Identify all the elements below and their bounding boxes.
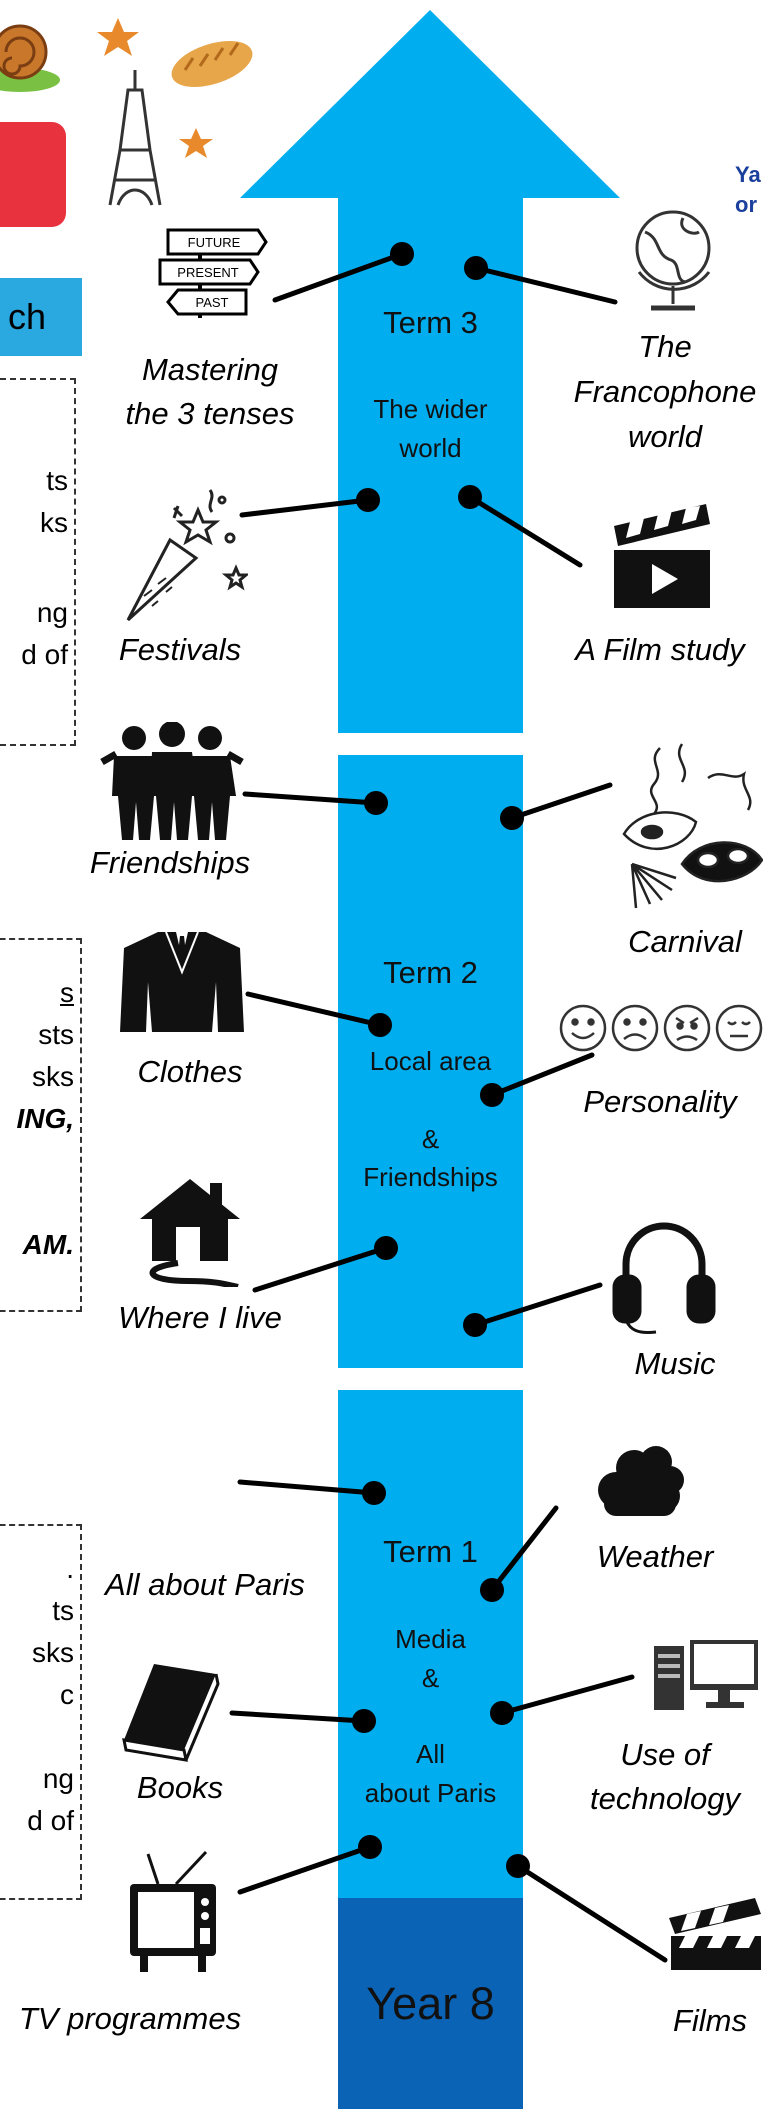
box-3-text: c bbox=[60, 1679, 74, 1710]
term-1-subtitle: All bbox=[416, 1739, 445, 1769]
signpost-icon: FUTURE PRESENT PAST bbox=[158, 228, 268, 318]
topic-tv-programmes: TV programmes bbox=[18, 2001, 242, 2036]
box-3-text: . bbox=[66, 1553, 74, 1584]
eiffel-tower-icon bbox=[108, 70, 162, 206]
left-tab-text: ch bbox=[8, 296, 47, 337]
term-divider bbox=[338, 1368, 523, 1390]
computer-icon bbox=[654, 1640, 758, 1710]
term-3-subtitle: The wider bbox=[373, 394, 488, 424]
term-2-title: Term 2 bbox=[383, 955, 478, 990]
topic-clothes: Clothes bbox=[137, 1054, 243, 1089]
term-1-title: Term 1 bbox=[383, 1534, 478, 1569]
book-icon bbox=[122, 1664, 220, 1762]
carnival-mask-icon bbox=[622, 743, 763, 909]
topic-all-about-paris: All about Paris bbox=[105, 1567, 305, 1602]
house-icon bbox=[140, 1179, 240, 1287]
term-2-subtitle: & bbox=[421, 1124, 440, 1154]
topic-mastering-tenses: Mastering bbox=[141, 352, 279, 387]
box-3-text: ts bbox=[52, 1595, 74, 1626]
dashed-box-2: s sts sks ING, AM. bbox=[0, 938, 82, 1312]
topic-use-of-technology: technology bbox=[590, 1781, 740, 1816]
topic-use-of-technology: Use of bbox=[620, 1737, 710, 1772]
box-2-text: sts bbox=[38, 1019, 74, 1050]
year-label: Year 8 bbox=[338, 1898, 523, 2109]
term-2-subtitle: Local area bbox=[369, 1046, 492, 1076]
suit-jacket-icon bbox=[120, 931, 244, 1032]
topic-personality: Personality bbox=[583, 1084, 737, 1119]
sign-past-text: PAST bbox=[196, 295, 229, 310]
left-tab: ch bbox=[0, 278, 82, 356]
dashed-box-1: ts ks ng d of bbox=[0, 378, 76, 746]
box-2-text: ING, bbox=[16, 1103, 74, 1134]
box-1-text: ts bbox=[46, 465, 68, 496]
bread-icon bbox=[171, 40, 253, 88]
topic-weather: Weather bbox=[596, 1539, 714, 1574]
term-1-subtitle: & bbox=[421, 1663, 440, 1693]
topic-francophone-world: world bbox=[627, 419, 703, 454]
party-popper-icon bbox=[126, 489, 248, 622]
topic-francophone-world: The bbox=[638, 329, 692, 364]
headphones-icon bbox=[612, 1222, 716, 1334]
topic-film-study: A Film study bbox=[575, 632, 745, 667]
term-3-subtitle: world bbox=[399, 433, 462, 463]
dashed-box-3: . ts sks c ng d of bbox=[0, 1524, 82, 1900]
topic-francophone-world: Francophone bbox=[573, 374, 757, 409]
box-2-text: s bbox=[60, 977, 74, 1008]
term-3-title: Term 3 bbox=[383, 305, 478, 340]
term-2-subtitle: Friendships bbox=[363, 1162, 498, 1192]
topic-friendships: Friendships bbox=[89, 845, 251, 880]
topic-music: Music bbox=[634, 1346, 716, 1381]
callout-line: Ya bbox=[735, 162, 761, 187]
emoji-faces-icon bbox=[559, 1004, 763, 1052]
topic-festivals: Festivals bbox=[118, 632, 242, 667]
sign-future-text: FUTURE bbox=[188, 235, 241, 250]
film-clapper-icon bbox=[669, 1898, 761, 1970]
red-badge bbox=[0, 122, 66, 227]
box-3-text: ng bbox=[42, 1763, 74, 1794]
box-3-text: sks bbox=[32, 1637, 74, 1668]
friends-group-icon bbox=[100, 722, 244, 840]
topic-books: Books bbox=[136, 1770, 224, 1805]
box-1-text: ks bbox=[40, 507, 68, 538]
box-1-text: d of bbox=[21, 639, 68, 670]
globe-icon bbox=[635, 210, 711, 311]
top-left-decorations bbox=[0, 18, 253, 227]
topic-carnival: Carnival bbox=[628, 924, 742, 959]
topic-where-i-live: Where I live bbox=[118, 1300, 282, 1335]
topic-films: Films bbox=[672, 2003, 748, 2038]
callout-fragment: Ya or bbox=[735, 160, 763, 220]
arrow-shaft bbox=[240, 10, 620, 1898]
television-icon bbox=[130, 1850, 216, 1972]
star-icon bbox=[97, 18, 139, 56]
sign-present-text: PRESENT bbox=[177, 265, 238, 280]
callout-line: or bbox=[735, 192, 757, 217]
box-2-text: AM. bbox=[22, 1229, 74, 1260]
clapperboard-icon bbox=[614, 504, 710, 608]
cloud-icon bbox=[598, 1446, 684, 1516]
box-3-text: d of bbox=[27, 1805, 74, 1836]
snail-icon bbox=[0, 24, 60, 92]
box-1-text: ng bbox=[36, 597, 68, 628]
term-1-subtitle: about Paris bbox=[364, 1778, 497, 1808]
star-icon bbox=[179, 128, 213, 158]
term-1-subtitle: Media bbox=[395, 1624, 466, 1654]
term-divider bbox=[338, 733, 523, 755]
topic-mastering-tenses: the 3 tenses bbox=[125, 396, 295, 431]
box-2-text: sks bbox=[32, 1061, 74, 1092]
